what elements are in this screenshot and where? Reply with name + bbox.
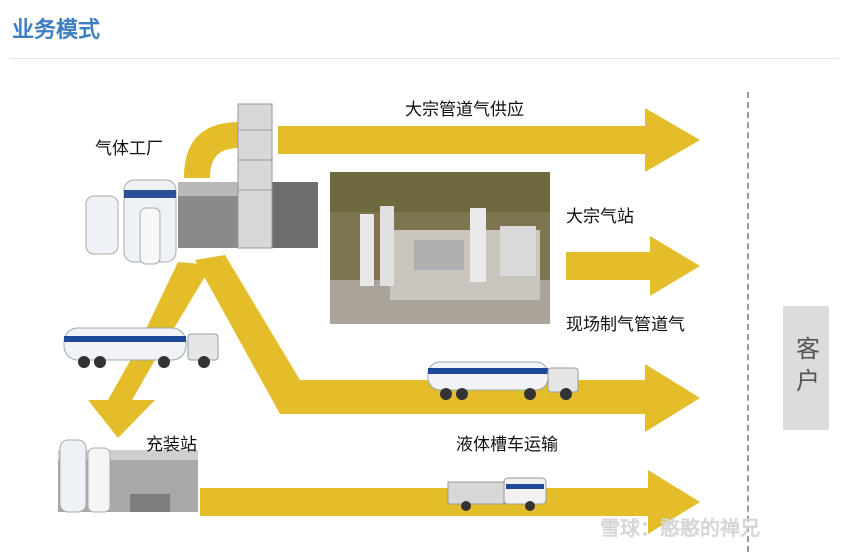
label-filling-station: 充装站 xyxy=(146,435,197,455)
arrow-bulk-pipeline xyxy=(278,108,700,172)
filling-station-illustration xyxy=(58,439,198,513)
label-tanker-transport: 液体槽车运输 xyxy=(456,435,558,455)
customer-divider-line xyxy=(747,92,749,552)
watermark: 雪球：憨憨的禅兄 xyxy=(600,516,760,540)
title-divider xyxy=(10,58,839,59)
plant-pipe-curve xyxy=(184,122,240,178)
label-bulk-pipeline: 大宗管道气供应 xyxy=(405,100,524,120)
arrow-bulk-station xyxy=(566,236,700,296)
label-bulk-station: 大宗气站 xyxy=(566,207,634,227)
cylinder-truck xyxy=(447,477,547,511)
gas-plant-illustration xyxy=(85,103,318,265)
label-onsite-gas: 现场制气管道气 xyxy=(566,315,685,335)
label-gas-plant: 气体工厂 xyxy=(95,139,163,159)
bulk-station-photo xyxy=(330,172,550,324)
page-title: 业务模式 xyxy=(12,18,101,43)
tanker-truck-left xyxy=(63,327,219,368)
customer-box: 客户 xyxy=(783,306,829,430)
tanker-truck-middle xyxy=(427,361,579,400)
customer-label: 客户 xyxy=(791,336,820,400)
